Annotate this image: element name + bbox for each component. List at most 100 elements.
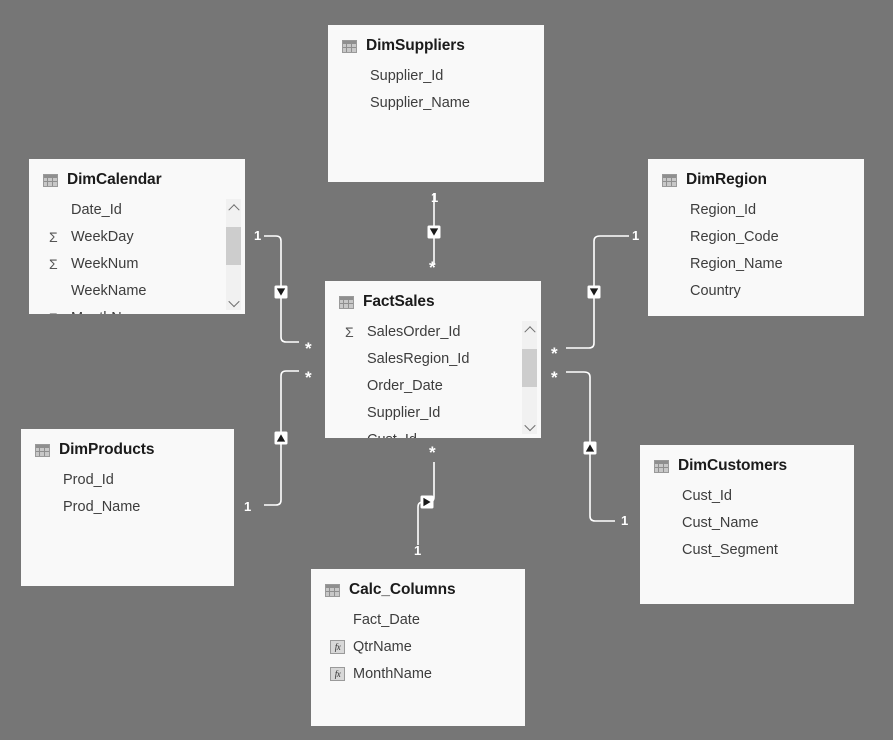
field-row[interactable]: Region_Name <box>648 250 864 277</box>
table-header[interactable]: DimSuppliers <box>328 25 544 55</box>
relationship-factsales-calccolumns[interactable] <box>417 462 435 545</box>
relationship-calendar-factsales[interactable] <box>264 235 299 343</box>
field-name: Cust_Name <box>682 514 759 531</box>
cardinality-label-many: * <box>429 258 436 277</box>
table-icon <box>325 583 340 597</box>
field-row[interactable]: Region_Code <box>648 223 864 250</box>
field-row[interactable]: Supplier_Id <box>328 62 544 89</box>
cardinality-label-one: 1 <box>414 543 422 558</box>
cardinality-label-one: 1 <box>621 513 629 528</box>
field-row[interactable]: Supplier_Name <box>328 89 544 116</box>
table-title: DimCalendar <box>67 171 162 188</box>
calculated-column-fx-icon: fx <box>330 666 345 681</box>
field-row[interactable]: Σ MonthName <box>29 304 245 315</box>
table-icon <box>35 443 50 457</box>
field-row[interactable]: Supplier_Id <box>325 399 541 426</box>
sigma-aggregate-icon: Σ <box>49 311 67 315</box>
table-icon <box>339 295 354 309</box>
table-icon <box>43 173 58 187</box>
field-name: WeekName <box>71 282 147 299</box>
relationship-region-factsales[interactable] <box>566 235 629 349</box>
field-list: Date_IdΣWeekDayΣWeekNumWeekNameΣ MonthNam… <box>29 196 245 315</box>
table-header[interactable]: Calc_Columns <box>311 569 525 599</box>
table-header[interactable]: DimRegion <box>648 159 864 189</box>
table-title: DimProducts <box>59 441 155 458</box>
field-row[interactable]: Order_Date <box>325 372 541 399</box>
field-name: SalesRegion_Id <box>367 350 470 367</box>
cross-filter-marker-box <box>274 431 288 445</box>
field-name: Region_Code <box>690 228 779 245</box>
field-name: Cust_Id <box>682 487 732 504</box>
field-row[interactable]: Cust_Segment <box>640 536 854 563</box>
scrollbar-thumb[interactable] <box>226 227 241 265</box>
field-row[interactable]: SalesRegion_Id <box>325 345 541 372</box>
field-row[interactable]: Prod_Name <box>21 493 234 520</box>
scrollbar-thumb[interactable] <box>522 349 537 387</box>
cross-filter-marker-box <box>583 441 597 455</box>
scroll-up-chevron-icon[interactable] <box>522 321 537 337</box>
cardinality-label-many: * <box>305 368 312 387</box>
field-row[interactable]: Date_Id <box>29 196 245 223</box>
field-row[interactable]: Cust_Id <box>640 482 854 509</box>
relationship-customers-factsales[interactable] <box>566 371 615 522</box>
cross-filter-direction-arrow-icon <box>585 444 595 452</box>
table-title: DimRegion <box>686 171 767 188</box>
cardinality-label-one: 1 <box>632 228 640 243</box>
table-header[interactable]: DimCustomers <box>640 445 854 475</box>
cross-filter-direction-arrow-icon <box>423 497 431 507</box>
cardinality-label-one: 1 <box>254 228 262 243</box>
cross-filter-marker-box <box>427 225 441 239</box>
field-row[interactable]: Country <box>648 277 864 304</box>
field-row[interactable]: Cust_Name <box>640 509 854 536</box>
field-name: MonthName <box>71 310 150 315</box>
table-header[interactable]: DimProducts <box>21 429 234 459</box>
cross-filter-marker-box <box>420 495 434 509</box>
cardinality-label-many: * <box>429 443 436 462</box>
field-name: Prod_Id <box>63 471 114 488</box>
cross-filter-marker-box <box>587 285 601 299</box>
field-name: Supplier_Id <box>367 404 441 421</box>
table-header[interactable]: FactSales <box>325 281 541 311</box>
field-list-scrollbar[interactable] <box>226 199 241 310</box>
cardinality-label-many: * <box>551 344 558 363</box>
table-header[interactable]: DimCalendar <box>29 159 245 189</box>
table-title: DimSuppliers <box>366 37 465 54</box>
relationship-products-factsales[interactable] <box>264 370 299 506</box>
field-name: Region_Id <box>690 201 757 218</box>
field-name: Order_Date <box>367 377 443 394</box>
cardinality-label-many: * <box>305 339 312 358</box>
scroll-down-chevron-icon[interactable] <box>226 295 241 310</box>
cardinality-label-many: * <box>551 368 558 387</box>
field-row[interactable]: Fact_Date <box>311 606 525 633</box>
field-row[interactable]: Cust_Id <box>325 426 541 439</box>
field-row[interactable]: Region_Id <box>648 196 864 223</box>
field-row[interactable]: Prod_Id <box>21 466 234 493</box>
sigma-aggregate-icon: Σ <box>345 323 354 340</box>
field-list-scrollbar[interactable] <box>522 321 537 434</box>
table-icon <box>342 39 357 53</box>
scroll-up-chevron-icon[interactable] <box>226 199 241 215</box>
field-name: QtrName <box>353 638 412 655</box>
field-name: WeekDay <box>71 228 134 245</box>
table-icon <box>654 459 669 473</box>
field-name: Region_Name <box>690 255 783 272</box>
scroll-down-chevron-icon[interactable] <box>522 419 537 434</box>
field-row[interactable]: WeekName <box>29 277 245 304</box>
table-icon <box>662 173 677 187</box>
